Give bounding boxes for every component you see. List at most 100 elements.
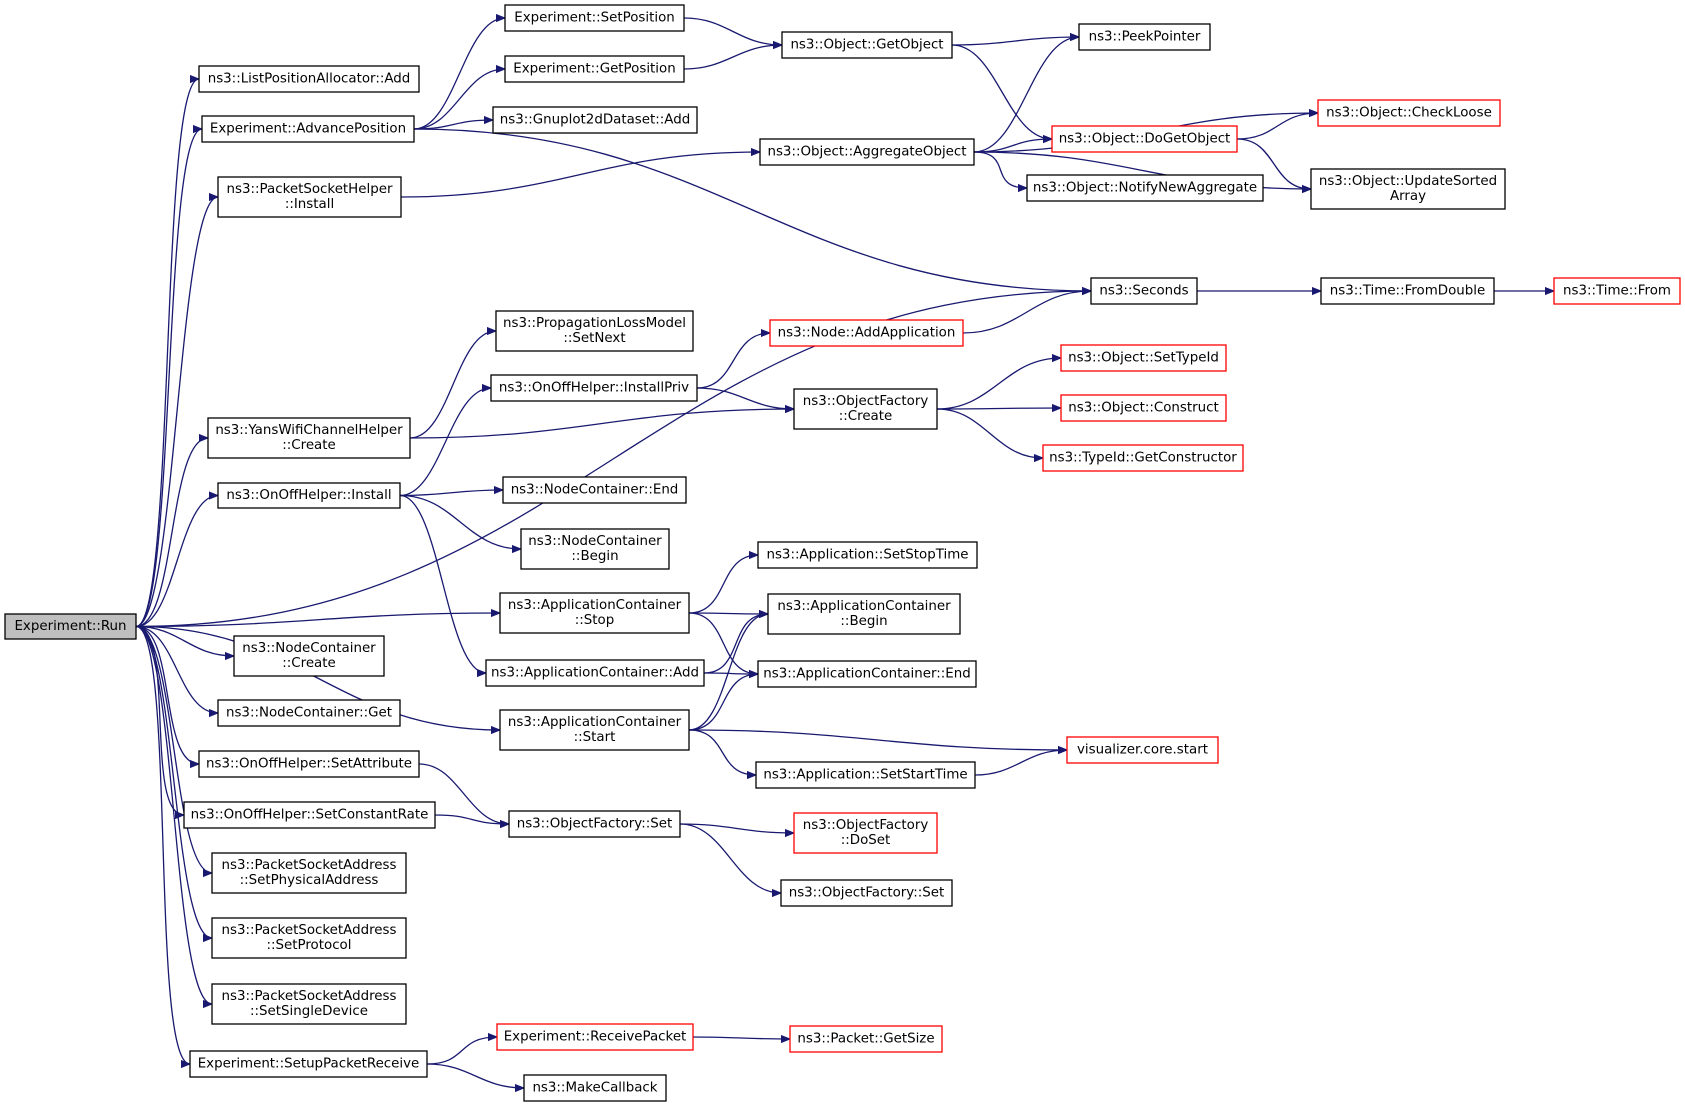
node-box-obj_getobj[interactable] [781, 31, 953, 59]
node-node_addapp[interactable]: ns3::Node::AddApplication [769, 319, 964, 347]
node-box-time_fromdouble[interactable] [1320, 277, 1495, 305]
node-box-make_cb[interactable] [523, 1074, 667, 1102]
node-ac_end[interactable]: ns3::ApplicationContainer::End [757, 660, 977, 688]
node-box-peekptr[interactable] [1078, 23, 1211, 51]
node-obj_notify[interactable]: ns3::Object::NotifyNewAggregate [1026, 174, 1264, 202]
node-box-ooh_setrate[interactable] [183, 801, 436, 829]
node-app_setstop[interactable]: ns3::Application::SetStopTime [757, 541, 978, 569]
node-lpa_add[interactable]: ns3::ListPositionAllocator::Add [198, 65, 420, 93]
node-ywch_create[interactable]: ns3::YansWifiChannelHelper::Create [207, 417, 411, 459]
node-box-ac_start[interactable] [499, 709, 690, 751]
node-box-obj_checkloose[interactable] [1317, 99, 1501, 127]
node-box-ac_add[interactable] [485, 659, 705, 687]
node-box-ac_end[interactable] [757, 660, 977, 688]
node-box-pkt_getsize[interactable] [789, 1025, 943, 1053]
node-of_create[interactable]: ns3::ObjectFactory::Create [793, 388, 938, 430]
node-box-psa_setsingle[interactable] [211, 983, 407, 1025]
node-of_doset[interactable]: ns3::ObjectFactory::DoSet [793, 812, 938, 854]
node-ac_begin[interactable]: ns3::ApplicationContainer::Begin [767, 593, 961, 635]
node-make_cb[interactable]: ns3::MakeCallback [523, 1074, 667, 1102]
node-box-vis_start[interactable] [1066, 736, 1219, 764]
node-box-exp_setpos[interactable] [504, 4, 685, 32]
node-box-app_setstop[interactable] [757, 541, 978, 569]
node-peekptr[interactable]: ns3::PeekPointer [1078, 23, 1211, 51]
node-ac_add[interactable]: ns3::ApplicationContainer::Add [485, 659, 705, 687]
node-box-of_create[interactable] [793, 388, 938, 430]
node-box-ywch_create[interactable] [207, 417, 411, 459]
node-box-obj_aggr[interactable] [759, 138, 975, 166]
node-box-app_setstart[interactable] [755, 761, 976, 789]
node-vis_start[interactable]: visualizer.core.start [1066, 736, 1219, 764]
node-box-lpa_add[interactable] [198, 65, 420, 93]
node-nc_begin[interactable]: ns3::NodeContainer::Begin [520, 528, 670, 570]
node-obj_dogetobj[interactable]: ns3::Object::DoGetObject [1051, 125, 1238, 153]
node-box-nc_create[interactable] [233, 635, 385, 677]
node-box-adv_pos[interactable] [201, 115, 415, 143]
node-obj_getobj[interactable]: ns3::Object::GetObject [781, 31, 953, 59]
node-box-ac_begin[interactable] [767, 593, 961, 635]
node-psh_install[interactable]: ns3::PacketSocketHelper::Install [217, 176, 402, 218]
node-box-ac_stop[interactable] [499, 592, 690, 634]
node-box-nc_begin[interactable] [520, 528, 670, 570]
node-ooh_install[interactable]: ns3::OnOffHelper::Install [217, 482, 401, 509]
node-psa_setproto[interactable]: ns3::PacketSocketAddress::SetProtocol [211, 917, 407, 959]
node-box-obj_settypeid[interactable] [1060, 344, 1227, 372]
node-box-psh_install[interactable] [217, 176, 402, 218]
node-psa_setphys[interactable]: ns3::PacketSocketAddress::SetPhysicalAdd… [211, 852, 407, 894]
node-obj_construct[interactable]: ns3::Object::Construct [1060, 394, 1227, 422]
node-time_from[interactable]: ns3::Time::From [1553, 277, 1681, 305]
node-obj_aggr[interactable]: ns3::Object::AggregateObject [759, 138, 975, 166]
node-box-of_doset[interactable] [793, 812, 938, 854]
node-box-obj_dogetobj[interactable] [1051, 125, 1238, 153]
node-box-typeid_getctor[interactable] [1042, 444, 1244, 472]
node-of_set[interactable]: ns3::ObjectFactory::Set [508, 810, 681, 838]
node-box-node_addapp[interactable] [769, 319, 964, 347]
node-box-run[interactable] [4, 613, 137, 640]
node-box-seconds[interactable] [1090, 277, 1198, 305]
node-box-exp_recv[interactable] [496, 1023, 694, 1051]
node-ac_stop[interactable]: ns3::ApplicationContainer::Stop [499, 592, 690, 634]
node-ac_start[interactable]: ns3::ApplicationContainer::Start [499, 709, 690, 751]
node-run[interactable]: Experiment::Run [4, 613, 137, 640]
node-obj_checkloose[interactable]: ns3::Object::CheckLoose [1317, 99, 1501, 127]
node-box-obj_construct[interactable] [1060, 394, 1227, 422]
node-psa_setsingle[interactable]: ns3::PacketSocketAddress::SetSingleDevic… [211, 983, 407, 1025]
node-pkt_getsize[interactable]: ns3::Packet::GetSize [789, 1025, 943, 1053]
node-box-ooh_install[interactable] [217, 482, 401, 509]
node-box-setup_recv[interactable] [189, 1050, 428, 1078]
node-box-of_set2[interactable] [780, 879, 953, 907]
node-box-ooh_installpriv[interactable] [490, 374, 698, 402]
node-nc_get[interactable]: ns3::NodeContainer::Get [217, 699, 401, 727]
node-typeid_getctor[interactable]: ns3::TypeId::GetConstructor [1042, 444, 1244, 472]
node-box-plm_setnext[interactable] [495, 310, 694, 352]
node-ooh_setrate[interactable]: ns3::OnOffHelper::SetConstantRate [183, 801, 436, 829]
node-box-obj_updsorted[interactable] [1310, 168, 1506, 210]
node-box-obj_notify[interactable] [1026, 174, 1264, 202]
node-box-psa_setproto[interactable] [211, 917, 407, 959]
node-ooh_installpriv[interactable]: ns3::OnOffHelper::InstallPriv [490, 374, 698, 402]
node-time_fromdouble[interactable]: ns3::Time::FromDouble [1320, 277, 1495, 305]
node-box-psa_setphys[interactable] [211, 852, 407, 894]
node-gp_add[interactable]: ns3::Gnuplot2dDataset::Add [492, 106, 698, 134]
node-setup_recv[interactable]: Experiment::SetupPacketReceive [189, 1050, 428, 1078]
node-box-nc_get[interactable] [217, 699, 401, 727]
node-exp_getpos[interactable]: Experiment::GetPosition [504, 55, 685, 83]
node-box-time_from[interactable] [1553, 277, 1681, 305]
node-plm_setnext[interactable]: ns3::PropagationLossModel::SetNext [495, 310, 694, 352]
node-box-of_set[interactable] [508, 810, 681, 838]
node-nc_create[interactable]: ns3::NodeContainer::Create [233, 635, 385, 677]
node-box-gp_add[interactable] [492, 106, 698, 134]
node-adv_pos[interactable]: Experiment::AdvancePosition [201, 115, 415, 143]
node-box-ooh_setattr[interactable] [198, 750, 420, 778]
node-box-nc_end[interactable] [502, 476, 687, 504]
node-ooh_setattr[interactable]: ns3::OnOffHelper::SetAttribute [198, 750, 420, 778]
node-seconds[interactable]: ns3::Seconds [1090, 277, 1198, 305]
node-obj_settypeid[interactable]: ns3::Object::SetTypeId [1060, 344, 1227, 372]
node-nc_end[interactable]: ns3::NodeContainer::End [502, 476, 687, 504]
node-exp_setpos[interactable]: Experiment::SetPosition [504, 4, 685, 32]
node-box-exp_getpos[interactable] [504, 55, 685, 83]
node-of_set2[interactable]: ns3::ObjectFactory::Set [780, 879, 953, 907]
node-app_setstart[interactable]: ns3::Application::SetStartTime [755, 761, 976, 789]
node-exp_recv[interactable]: Experiment::ReceivePacket [496, 1023, 694, 1051]
